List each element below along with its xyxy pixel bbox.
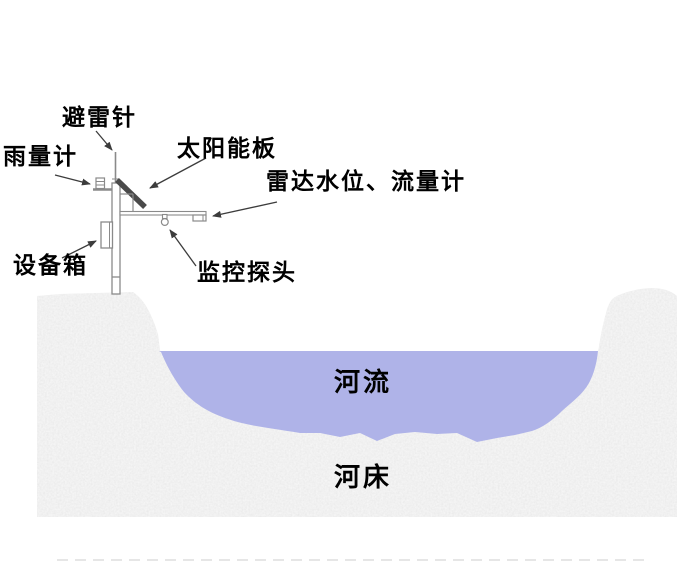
label-equipment-box: 设备箱	[13, 253, 88, 279]
label-lightning-rod: 避雷针	[62, 105, 137, 131]
label-rain-gauge: 雨量计	[3, 144, 78, 170]
rain-gauge-arrow	[54, 174, 91, 186]
camera-mount	[161, 213, 168, 220]
radar-gauge-arrow	[212, 201, 278, 218]
annotation-arrows	[54, 130, 278, 267]
label-river: 河流	[334, 368, 393, 398]
river-water	[159, 351, 598, 442]
label-camera: 监控探头	[197, 260, 297, 286]
camera-arrow	[169, 229, 197, 267]
radar-sensor	[192, 214, 207, 222]
camera-head	[160, 218, 169, 227]
solar-panel-arrow	[149, 157, 207, 189]
equipment-box-arrow	[61, 240, 97, 259]
lightning-rod-arrow	[95, 130, 113, 151]
label-solar-panel: 太阳能板	[177, 136, 277, 162]
equipment-box	[100, 221, 114, 249]
rain-gauge	[95, 177, 106, 190]
label-riverbed: 河床	[334, 463, 393, 493]
label-radar-gauge: 雷达水位、流量计	[266, 169, 466, 195]
station-structure	[93, 152, 207, 295]
